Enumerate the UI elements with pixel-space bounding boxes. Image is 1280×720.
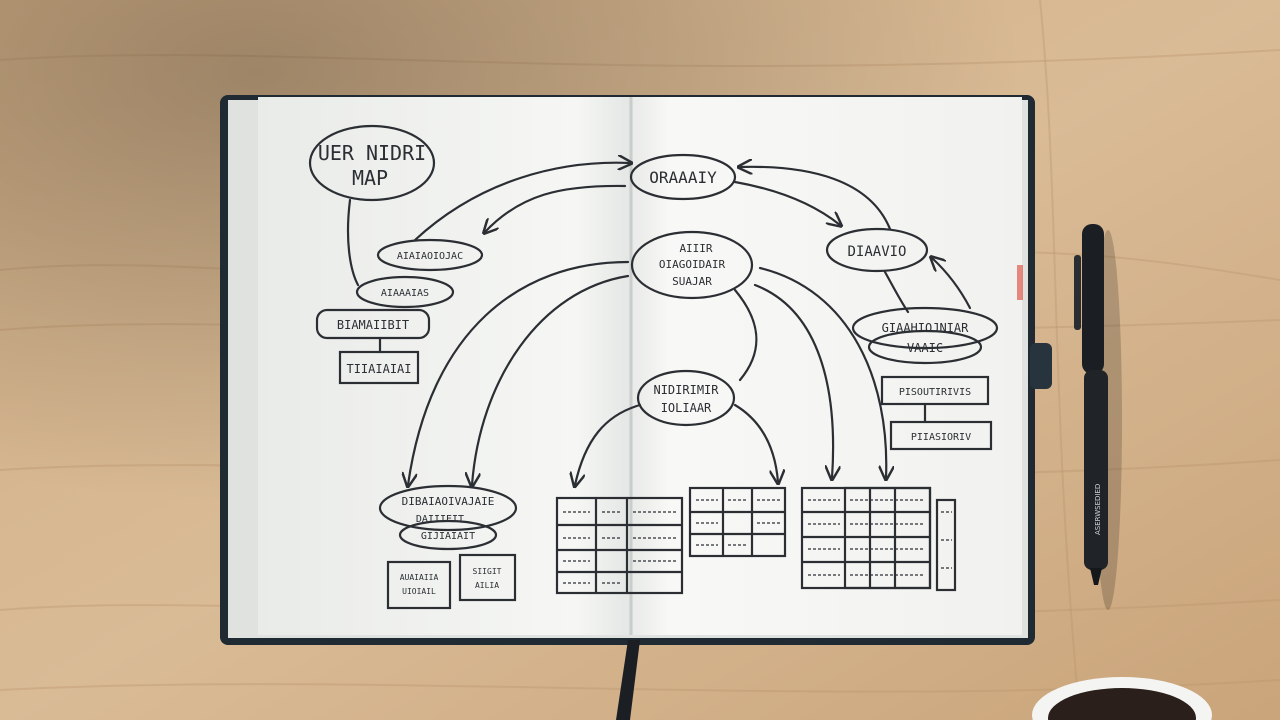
arrow-center-down bbox=[733, 288, 758, 382]
right-box-1 bbox=[880, 375, 990, 406]
bottom-left-box-2-text-1: SIIGIT bbox=[473, 567, 502, 576]
left-bubble-1-text: AIAIAOIOJAC bbox=[397, 251, 463, 262]
right-box-2-text: PIIASIORIV bbox=[911, 432, 971, 443]
bookmark-ribbon bbox=[616, 640, 640, 720]
coffee-cup bbox=[1032, 677, 1212, 720]
sketch-labels: UER NIDRI MAP ORAAAIY AIIIR OIAGOIDAIR S… bbox=[318, 141, 971, 596]
pen-tip bbox=[1090, 568, 1102, 585]
arrow-right-up bbox=[932, 258, 972, 310]
left-bubble-1 bbox=[376, 238, 484, 272]
bottom-left-text-3: GIJIAIAIT bbox=[421, 531, 475, 542]
title-bubble bbox=[308, 124, 436, 202]
page-marker-red bbox=[1017, 265, 1023, 300]
right-mid-text-1: GIAAHIOJNIAR bbox=[882, 321, 969, 335]
arrow-big-left-2 bbox=[472, 274, 630, 485]
bottom-left-box-2-text-2: AILIA bbox=[475, 581, 499, 590]
center-mid-text-2: OIAGOIDAIR bbox=[659, 258, 726, 271]
pen-clip bbox=[1074, 255, 1081, 330]
bottom-left-box-1 bbox=[386, 560, 452, 610]
center-mid-text-3: SUAJAR bbox=[672, 275, 712, 288]
bottom-left-box-2 bbox=[458, 553, 517, 602]
center-low-bubble bbox=[636, 369, 736, 427]
right-mid-bubble bbox=[851, 306, 999, 350]
title-text-line1: UER NIDRI bbox=[318, 141, 426, 165]
table-scribbles bbox=[563, 499, 952, 584]
table-sketch-3 bbox=[800, 486, 957, 592]
table-sketch-1 bbox=[555, 496, 684, 595]
mind-map-sketch bbox=[308, 124, 999, 610]
right-page bbox=[630, 97, 1022, 635]
arrow-big-right-1 bbox=[758, 266, 886, 478]
center-top-bubble bbox=[629, 153, 737, 201]
arrow-center-to-left bbox=[485, 184, 627, 232]
right-mid-text-2: VAAIC bbox=[907, 341, 943, 355]
pen-barrel bbox=[1084, 370, 1108, 570]
arrow-low-left bbox=[575, 403, 642, 485]
pen-brand-text: ASERWSEDIED bbox=[1094, 484, 1102, 535]
center-top-text: ORAAAIY bbox=[649, 168, 717, 187]
pen: ASERWSEDIED bbox=[1074, 224, 1122, 610]
left-bubble-2 bbox=[355, 275, 455, 309]
left-box-2-text: TIIAIAIAI bbox=[346, 362, 411, 376]
bottom-left-box-1-text-2: UIOIAIL bbox=[402, 587, 436, 596]
right-box-1-text: PISOUTIRIVIS bbox=[899, 387, 971, 398]
center-mid-bubble bbox=[630, 230, 754, 300]
bottom-left-bubble bbox=[378, 484, 518, 532]
bottom-left-box-1-text-1: AUAIAIIA bbox=[400, 573, 439, 582]
center-low-text-1: NIDIRIMIR bbox=[653, 383, 719, 397]
arrow-right-down bbox=[883, 270, 910, 314]
center-mid-text-1: AIIIR bbox=[679, 242, 712, 255]
arrow-center-to-right bbox=[733, 180, 840, 225]
left-bubble-2-text: AIAAAIAS bbox=[381, 288, 429, 299]
bottom-left-text-1: DIBAIAOIVAJAIE bbox=[402, 495, 495, 508]
left-box-1 bbox=[315, 308, 431, 340]
pen-cap bbox=[1082, 224, 1104, 374]
bottom-left-text-2: DAIIIEIT bbox=[416, 514, 464, 525]
left-box-1-text: BIAMAIIBIT bbox=[337, 318, 409, 332]
elastic-tab bbox=[1030, 343, 1052, 389]
center-low-text-2: IOLIAAR bbox=[661, 401, 712, 415]
table-sketch-2 bbox=[688, 486, 787, 558]
arrow-low-right bbox=[733, 403, 778, 482]
arrow-big-right-2 bbox=[753, 283, 833, 478]
left-box-2 bbox=[338, 350, 420, 385]
arrow-title-to-center bbox=[413, 163, 630, 242]
right-box-2 bbox=[889, 420, 993, 451]
right-top-text: DIAAVIO bbox=[847, 244, 906, 260]
right-top-bubble bbox=[825, 227, 929, 273]
title-text-line2: MAP bbox=[352, 166, 388, 190]
arrow-right-to-center bbox=[740, 167, 892, 231]
arrow-big-left-1 bbox=[408, 260, 630, 485]
